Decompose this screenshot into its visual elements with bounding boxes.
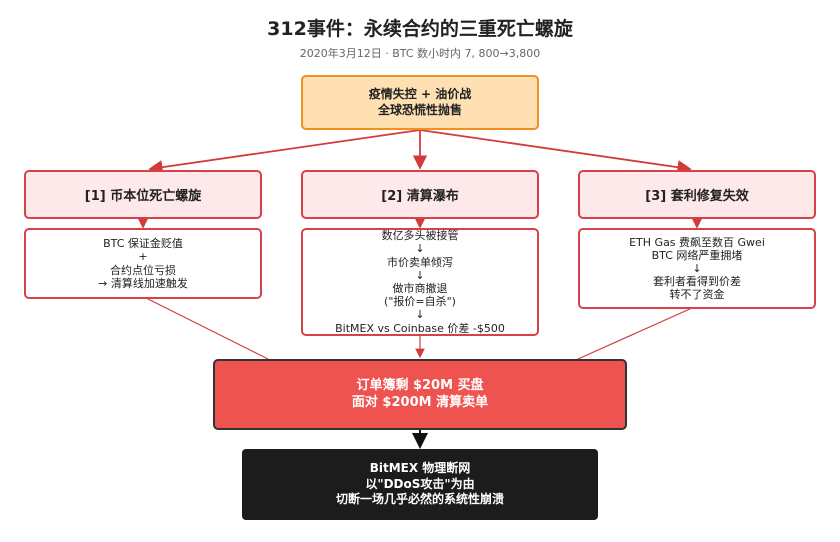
trigger-line: 全球恐慌性抛售 [377,102,462,117]
detail-line: 数亿多头被接管 [381,229,459,243]
orderbook-line: 面对 $200M 清算卖单 [351,394,489,410]
branch-2-detail: 数亿多头被接管 ↓ 市价卖单倾泻 ↓ 做市商撤退 ("报价=自杀") ↓ Bit… [301,228,539,336]
branch-3-heading: [3] 套利修复失效 [578,170,816,219]
detail-line: ↓ [692,261,702,275]
branch-1-heading: [1] 币本位死亡螺旋 [24,170,262,219]
outcome-line: 以"DDoS攻击"为由 [365,476,475,491]
subtitle: 2020年3月12日 · BTC 数小时内 7, 800→3,800 [299,47,541,60]
trigger-box: 疫情失控 + 油价战 全球恐慌性抛售 [301,75,539,130]
detail-line: ↓ [415,308,425,322]
orderbook-box: 订单簿剩 $20M 买盘 面对 $200M 清算卖单 [213,359,627,430]
orderbook-line: 订单簿剩 $20M 买盘 [356,377,484,393]
detail-line: BTC 保证金贬值 [103,237,183,251]
branch-1-detail: BTC 保证金贬值 + 合约点位亏损 → 清算线加速触发 [24,228,262,299]
outcome-line: 切断一场几乎必然的系统性崩溃 [335,492,504,507]
detail-line: BitMEX vs Coinbase 价差 -$500 [335,321,505,335]
detail-line: BTC 网络严重拥堵 [651,248,743,262]
detail-line: ↓ [415,268,425,282]
detail-line: ("报价=自杀") [384,295,456,309]
detail-line: 转不了资金 [669,288,725,302]
detail-line: 市价卖单倾泻 [387,255,453,269]
page-title: 312事件：永续合约的三重死亡螺旋 [267,18,573,40]
detail-line: + [138,250,148,264]
detail-line: ETH Gas 费飙至数百 Gwei [629,235,765,249]
detail-line: 套利者看得到价差 [653,275,741,289]
branch-3-detail: ETH Gas 费飙至数百 Gwei BTC 网络严重拥堵 ↓ 套利者看得到价差… [578,228,816,309]
detail-line: 合约点位亏损 [110,263,176,277]
detail-line: ↓ [415,242,425,256]
outcome-line: BitMEX 物理断网 [369,461,471,476]
outcome-box: BitMEX 物理断网 以"DDoS攻击"为由 切断一场几乎必然的系统性崩溃 [242,449,598,520]
arrow-top-to-3 [419,129,692,175]
arrow-top-to-1 [148,129,421,175]
detail-line: 做市商撤退 [392,282,448,295]
trigger-line: 疫情失控 + 油价战 [368,86,472,101]
detail-line: → 清算线加速触发 [98,276,188,290]
branch-2-heading: [2] 清算瀑布 [301,170,539,219]
